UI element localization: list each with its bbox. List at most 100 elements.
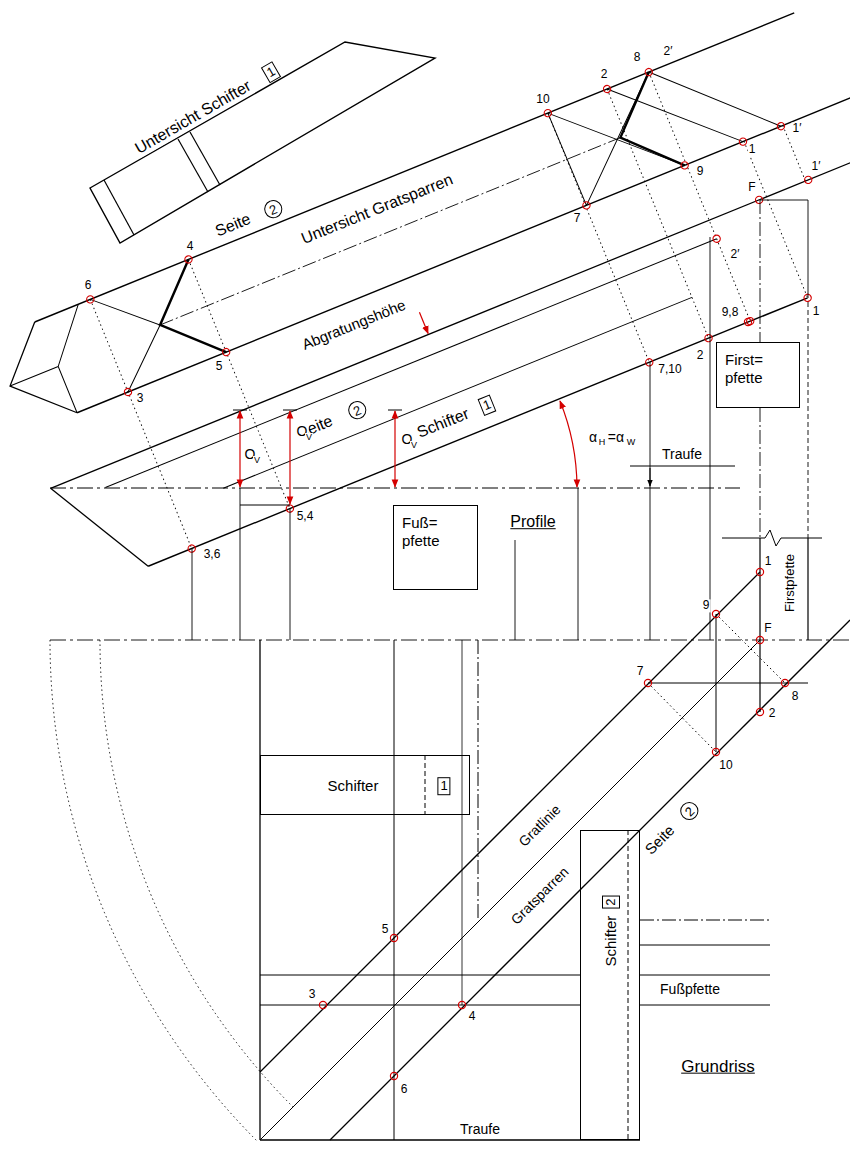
- projection-line: [240, 488, 241, 640]
- point-number: 2′: [730, 248, 741, 261]
- box-text: Schifter: [328, 777, 379, 795]
- point-marker: [582, 201, 591, 210]
- projection-line: [808, 200, 809, 298]
- reference-tick: [233, 410, 247, 411]
- profile-lines: [51, 465, 149, 589]
- point-number: 6: [84, 279, 93, 292]
- point-marker: [319, 1001, 326, 1008]
- point-marker: [804, 175, 813, 184]
- plan-outline: [628, 830, 629, 1140]
- dimension-arrow: [239, 411, 240, 487]
- point-marker: [756, 568, 763, 575]
- point-number: 4: [186, 240, 195, 253]
- point-number: 7: [636, 665, 645, 678]
- plan-outline: [640, 945, 770, 946]
- reference-tick: [388, 410, 402, 411]
- plan-outline: [260, 975, 580, 976]
- point-number: 10: [535, 93, 550, 106]
- point-number: 8: [791, 690, 800, 703]
- drawing-label: α: [588, 430, 598, 445]
- projection-line: [515, 540, 516, 640]
- point-number: 3: [136, 392, 145, 405]
- point-number: 3,6: [203, 548, 222, 561]
- reference-tick: [283, 410, 297, 411]
- point-number: 6: [400, 1083, 409, 1096]
- projection-line: [808, 302, 809, 538]
- reference-tick: [240, 505, 290, 506]
- point-number: 2: [696, 349, 705, 362]
- plan-outline: [425, 755, 426, 815]
- point-marker: [221, 347, 230, 356]
- point-marker: [738, 137, 747, 146]
- point-number: 1′: [811, 160, 822, 173]
- rotation-arc: [50, 640, 293, 1142]
- plan-outline: [648, 683, 808, 684]
- plan-outline: [640, 975, 770, 976]
- point-marker: [319, 318, 788, 1079]
- schifter-underside: [178, 139, 208, 192]
- projection-line: [710, 237, 711, 640]
- point-number: 2: [768, 707, 777, 720]
- rotation-arc: [100, 640, 293, 1107]
- drawing-label: V: [253, 456, 261, 466]
- plan-outline: [478, 640, 479, 920]
- projection-line: [578, 488, 579, 640]
- drawing-label: Profile: [509, 513, 556, 531]
- point-number: 10: [718, 759, 733, 772]
- part-number: 2: [346, 399, 369, 422]
- point-number: 7: [573, 212, 582, 225]
- plan-outline: [807, 538, 808, 640]
- hip-rafter-underside: [90, 279, 179, 392]
- hip-rafter-underside: [141, 259, 226, 371]
- point-marker: [644, 67, 653, 76]
- point-number: 3: [308, 988, 317, 1001]
- profile-lines: [51, 153, 850, 589]
- rotated-text-group: Schifter2: [602, 895, 620, 966]
- drawing-label: Firstpfette: [783, 553, 797, 613]
- drawing-label: Untersicht Gratsparren: [298, 170, 457, 248]
- projection-line: [188, 259, 289, 508]
- projection-line: [650, 362, 651, 640]
- dimension-arrow: [394, 411, 395, 487]
- plan-outline: [648, 683, 716, 752]
- hip-rafter-underside: [548, 72, 687, 206]
- plan-outline: [716, 614, 785, 683]
- point-marker: [744, 318, 751, 325]
- point-marker: [712, 610, 719, 617]
- point-marker: [712, 234, 721, 243]
- hip-rafter-underside: [160, 138, 620, 325]
- profile-lines: [105, 239, 716, 488]
- point-number: 1: [748, 143, 757, 156]
- part-box: Fuß= pfette: [393, 505, 478, 590]
- rafter-views: [0, 2, 850, 593]
- point-marker: [776, 122, 785, 131]
- projection-line: [760, 200, 761, 342]
- point-number: 5: [381, 923, 390, 936]
- part-number: 1: [437, 777, 450, 795]
- projection-line: [50, 200, 850, 640]
- hip-rafter-underside: [77, 98, 850, 413]
- projection-line: [90, 299, 191, 548]
- projection-line: [290, 508, 291, 640]
- projection-line: [649, 72, 750, 321]
- point-marker: [390, 1072, 397, 1079]
- projection-line: [548, 113, 649, 362]
- plan-outline: [640, 1005, 770, 1006]
- plan-outline: [759, 538, 760, 712]
- projection-line: [760, 408, 761, 538]
- plan-outline: [260, 1005, 580, 1006]
- point-number: 2′: [663, 45, 674, 58]
- drawing-label: Untersicht Schifter: [131, 76, 255, 158]
- plan-outline: [260, 640, 760, 1140]
- point-number: 8: [633, 51, 642, 64]
- point-marker: [390, 934, 397, 941]
- dimension-arrow: [419, 312, 428, 333]
- point-marker: [123, 387, 132, 396]
- projection-line: [50, 640, 850, 641]
- drawing-label: H: [598, 438, 607, 448]
- projection-line: [744, 141, 808, 298]
- part-number: 2: [262, 198, 285, 221]
- plan-outline: [260, 572, 760, 1072]
